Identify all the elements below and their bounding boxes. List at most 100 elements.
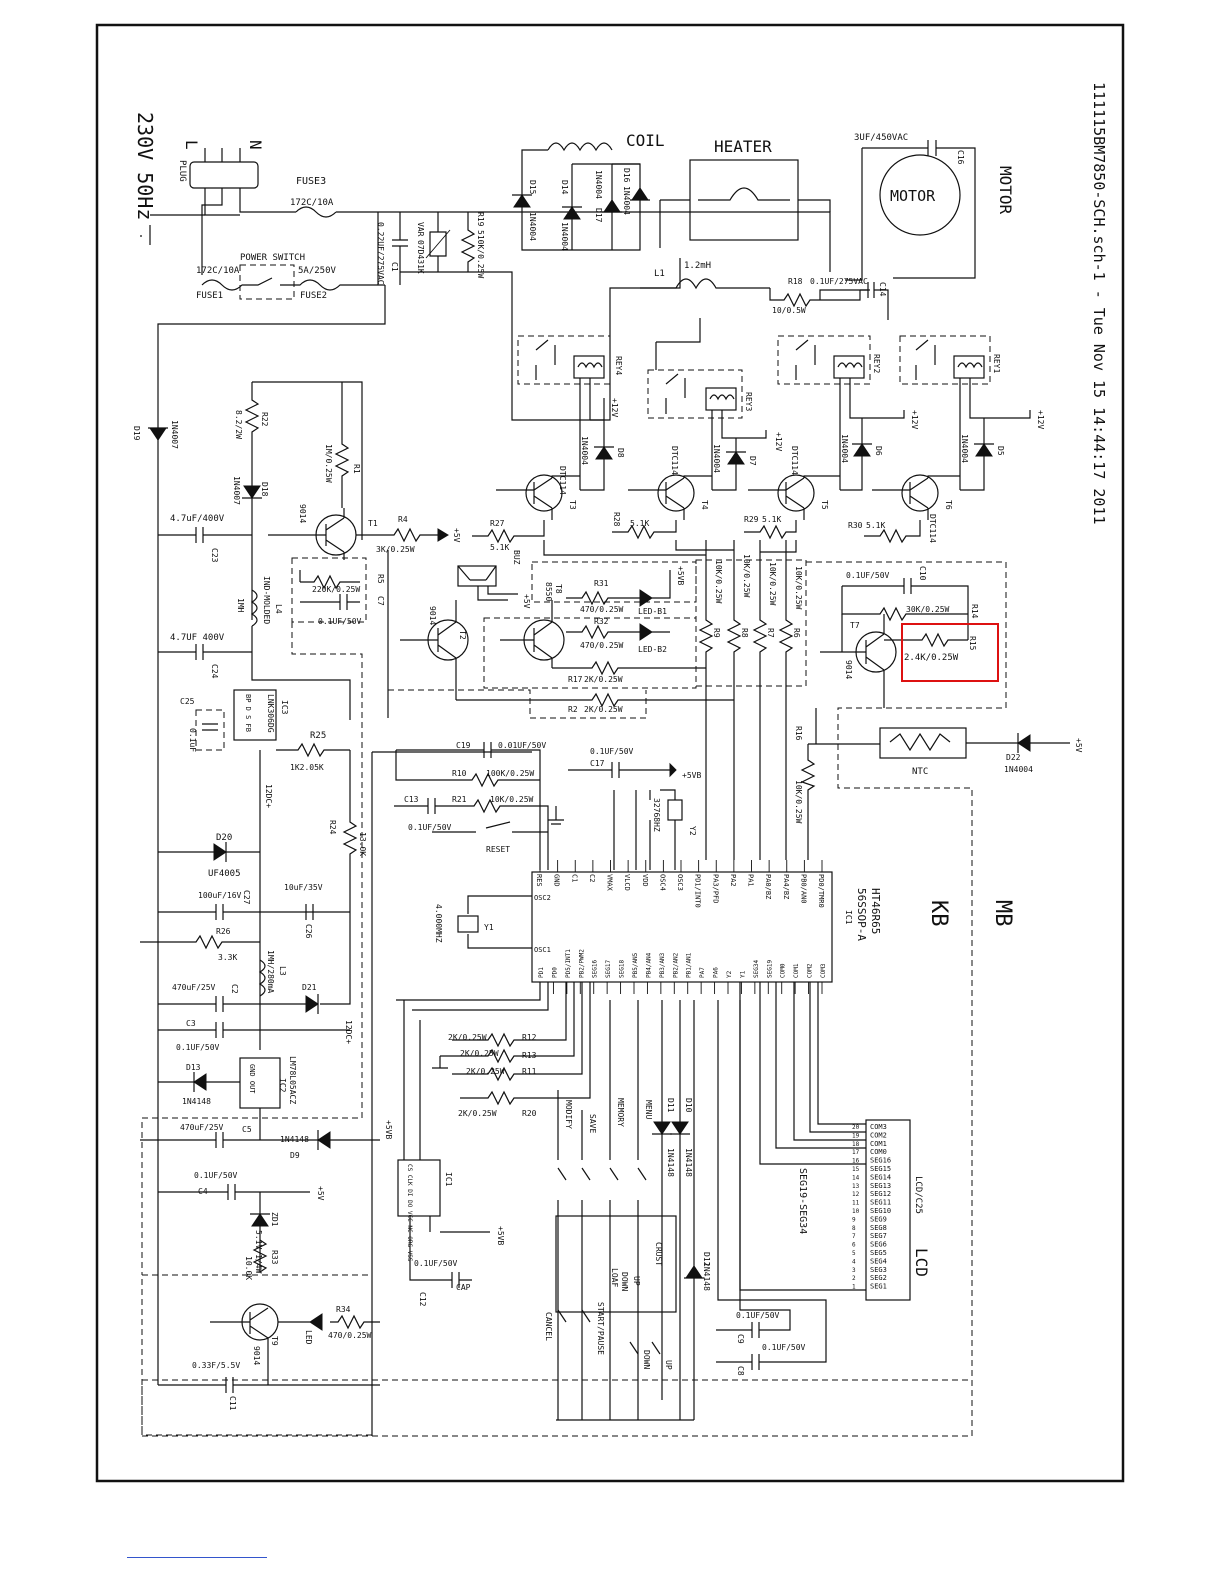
svg-text:5.1K: 5.1K bbox=[490, 543, 509, 552]
svg-text:R19: R19 bbox=[476, 212, 485, 227]
svg-text:0.01UF/50V: 0.01UF/50V bbox=[498, 741, 546, 750]
r16-resistor: R16 10K/0.25W bbox=[794, 708, 880, 860]
key-modify: MODIFY bbox=[557, 1090, 573, 1420]
diode-d5: D5 1N4004 bbox=[960, 418, 1005, 491]
r15-resistor: 2.4K/0.25W R15 bbox=[884, 623, 999, 682]
ic2-regulator: LM78L05ACZ IC2 GND OUT bbox=[158, 1056, 297, 1140]
lcd-pin-number: 1 bbox=[852, 1284, 856, 1291]
mcu-bottom-pin-label: PB3/AN3 bbox=[659, 952, 666, 978]
c13-capacitor: C13 0.1UF/50V R21 10K/0.25W bbox=[394, 795, 549, 870]
diode-d17: D17 1N4004 bbox=[594, 164, 622, 250]
svg-text:BUZ: BUZ bbox=[512, 550, 521, 565]
c9-capacitor: 0.1UF/50V C9 bbox=[716, 1000, 791, 1344]
transistor-t1: T1 9014 bbox=[268, 504, 378, 560]
diode-d9: 1N4148 D9 +5VB bbox=[280, 1120, 393, 1160]
svg-text:2.4K/0.25W: 2.4K/0.25W bbox=[904, 653, 959, 663]
svg-text:0.22UF/275VAC: 0.22UF/275VAC bbox=[376, 222, 385, 285]
svg-text:R25: R25 bbox=[310, 731, 326, 741]
svg-text:1M/0.25W: 1M/0.25W bbox=[324, 444, 333, 483]
svg-text:R22: R22 bbox=[260, 412, 269, 427]
svg-text:C9: C9 bbox=[736, 1334, 745, 1344]
svg-text:IC2: IC2 bbox=[278, 1078, 287, 1093]
svg-text:C27: C27 bbox=[242, 890, 251, 905]
r28-resistor: R28 5.1K bbox=[612, 512, 677, 540]
relay-rey1: REY1 +12V bbox=[899, 335, 1045, 490]
svg-text:CS CLK DI DO VCC NC ORG VSS: CS CLK DI DO VCC NC ORG VSS bbox=[406, 1164, 413, 1262]
svg-text:4.000MHZ: 4.000MHZ bbox=[434, 904, 443, 943]
c2-capacitor: 470uF/25V C2 bbox=[158, 983, 306, 1012]
svg-text:32768HZ: 32768HZ bbox=[652, 798, 661, 832]
svg-text:100uF/16V: 100uF/16V bbox=[198, 891, 242, 900]
key-memory: MEMORY bbox=[609, 1000, 625, 1420]
svg-text:1N4004: 1N4004 bbox=[528, 212, 537, 241]
svg-text:+5VB: +5VB bbox=[676, 566, 685, 585]
mcu-bottom-pin-label: PB2/PWM2 bbox=[578, 949, 585, 978]
mcu-top-pin-label: VDD bbox=[641, 874, 649, 887]
svg-text:220K/0.25W: 220K/0.25W bbox=[312, 585, 360, 594]
svg-text:R31: R31 bbox=[594, 579, 609, 588]
lcd-pins: COM320COM219COM118COM017SEG1616SEG1515SE… bbox=[852, 1123, 891, 1291]
lcd-pin-number: 10 bbox=[852, 1208, 860, 1215]
r22-resistor: R22 8.2/2W bbox=[234, 381, 363, 540]
svg-text:8.2/2W: 8.2/2W bbox=[234, 410, 243, 439]
r17-resistor: R17 2K/0.25W bbox=[552, 660, 706, 684]
svg-text:DOWN: DOWN bbox=[620, 1272, 629, 1291]
svg-text:LCD/C25: LCD/C25 bbox=[913, 1176, 923, 1214]
svg-text:12DC+: 12DC+ bbox=[344, 1020, 353, 1044]
svg-text:C26: C26 bbox=[304, 924, 313, 939]
key-down-matrix: DOWN bbox=[620, 1272, 629, 1291]
svg-text:DTC114: DTC114 bbox=[670, 446, 679, 475]
svg-text:REY3: REY3 bbox=[744, 392, 753, 411]
lcd-pin-label: SEG11 bbox=[870, 1199, 891, 1207]
mains-plug: PLUG bbox=[177, 148, 259, 189]
svg-text:D11: D11 bbox=[666, 1098, 675, 1113]
mcu-bottom-pin-label: SEG19 bbox=[766, 960, 773, 978]
svg-text:R15: R15 bbox=[968, 636, 977, 651]
svg-text:T8: T8 bbox=[554, 584, 563, 594]
neutral-label: N bbox=[246, 140, 265, 150]
mb-label: MB bbox=[990, 900, 1015, 927]
svg-text:5.1K: 5.1K bbox=[762, 515, 781, 524]
mcu-bottom-pin-label: PB2/AN2 bbox=[672, 952, 679, 978]
r15-highlight bbox=[901, 623, 999, 682]
svg-text:VAR: VAR bbox=[416, 222, 425, 237]
svg-text:R20: R20 bbox=[522, 1109, 537, 1118]
lcd-pin-label: SEG7 bbox=[870, 1232, 887, 1240]
power-switch bbox=[239, 264, 295, 300]
diode-d8: D8 1N4004 bbox=[580, 420, 625, 491]
svg-text:L4: L4 bbox=[274, 604, 283, 614]
lcd-pin-number: 4 bbox=[852, 1258, 856, 1265]
ground-symbol bbox=[140, 225, 151, 245]
diode-d14: D14 1N4004 bbox=[560, 164, 582, 251]
svg-text:D10: D10 bbox=[684, 1098, 693, 1113]
svg-text:C17: C17 bbox=[590, 759, 605, 768]
mcu-bottom-pin-label: SEG34 bbox=[753, 960, 760, 978]
lcd-pin-label: SEG13 bbox=[870, 1182, 891, 1190]
ic3-regulator: IC3 LNK306DG BP D S FB bbox=[233, 689, 289, 741]
svg-text:1N4004: 1N4004 bbox=[594, 170, 603, 199]
mcu-top-pin-label: C2 bbox=[588, 874, 596, 882]
transistor-t4: DTC114 T4 bbox=[628, 446, 712, 520]
svg-text:C25: C25 bbox=[180, 697, 195, 706]
svg-text:3K/0.25W: 3K/0.25W bbox=[376, 545, 415, 554]
svg-text:UP: UP bbox=[632, 1276, 641, 1286]
svg-text:1N4004: 1N4004 bbox=[1004, 765, 1033, 774]
r10-resistor: R10 100K/0.25W bbox=[395, 750, 540, 788]
svg-text:R26: R26 bbox=[216, 927, 231, 936]
diode-d19: D19 1N4007 bbox=[132, 420, 179, 449]
relay-rey4: REY4 +12V bbox=[517, 335, 623, 490]
svg-text:D20: D20 bbox=[216, 833, 232, 843]
svg-text:R9: R9 bbox=[712, 628, 721, 638]
svg-text:1N4004: 1N4004 bbox=[580, 436, 589, 465]
svg-text:R33: R33 bbox=[270, 1250, 279, 1265]
12dc-label: 12DC+ bbox=[264, 784, 273, 808]
svg-text:T1: T1 bbox=[368, 519, 378, 528]
buzzer: BUZ +5V bbox=[457, 550, 531, 609]
mcu-ht46r65: HT46R65 56SSOP-A IC1 bbox=[531, 871, 882, 983]
transistor-t9: T9 9014 bbox=[210, 1303, 279, 1385]
transistor-t5: DTC114 T5 bbox=[748, 446, 840, 520]
r11-resistor: 2K/0.25W R11 bbox=[452, 982, 583, 1082]
transistor-t8: T8 8550 bbox=[500, 582, 565, 668]
c17-capacitor: 0.1UF/50V C17 +5VB bbox=[568, 747, 701, 780]
c12-capacitor: 0.1UF/50V CAP C12 bbox=[414, 1259, 472, 1307]
